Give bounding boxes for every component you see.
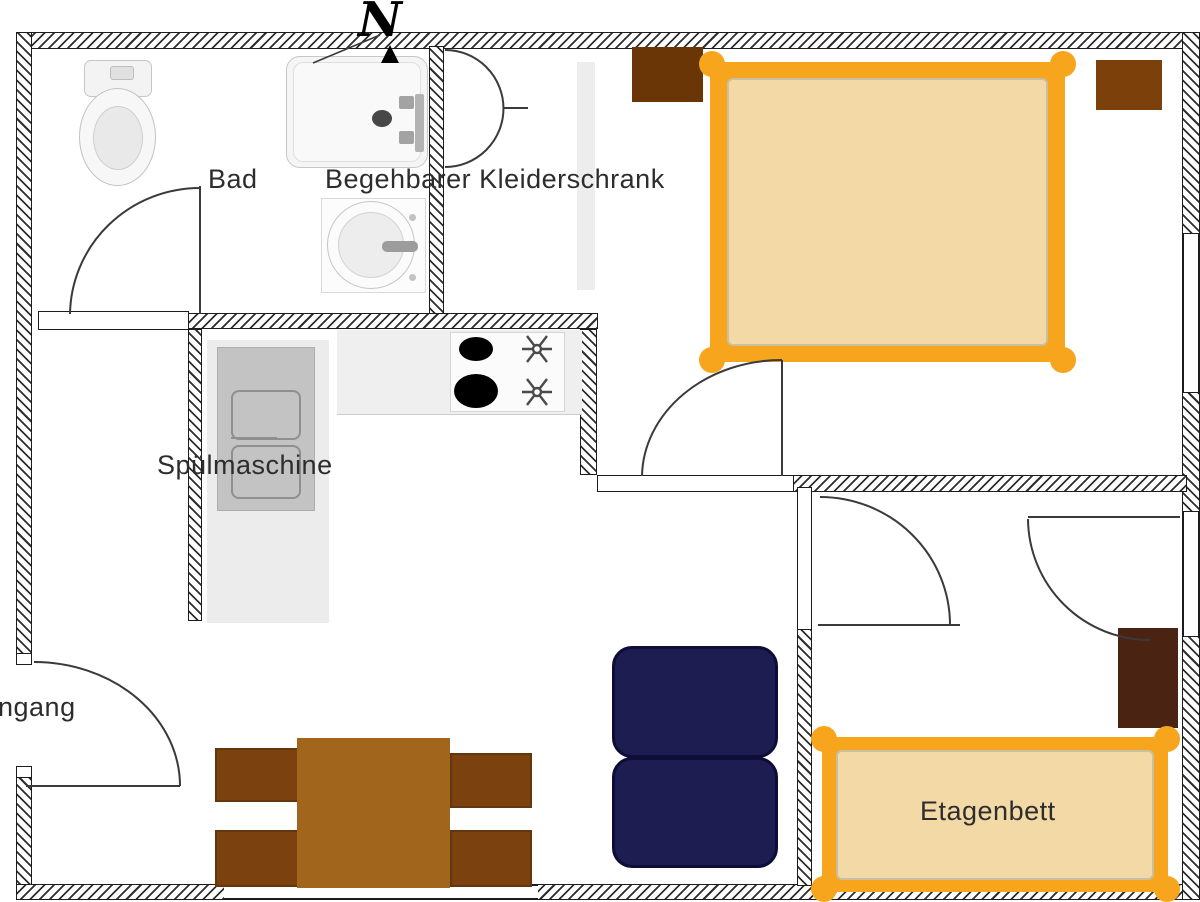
- chair-bottom-left: [215, 830, 299, 887]
- label-entrance: ngang: [0, 692, 76, 722]
- wardrobe: [1118, 628, 1178, 728]
- chair-top-right: [450, 753, 532, 808]
- wall-right-1: [1182, 32, 1200, 234]
- closet-shelf: [577, 62, 595, 290]
- door-arc-bathroom: [69, 187, 201, 315]
- dining-table: [297, 738, 450, 888]
- chair-bottom-right: [450, 830, 532, 887]
- door-arc-room2-left: [819, 496, 951, 626]
- toilet-bowl-inner: [93, 106, 143, 170]
- jamb-entrance-top: [16, 653, 32, 665]
- wall-left-upper: [16, 32, 32, 657]
- double-bed-mattress: [727, 78, 1048, 346]
- wall-top: [16, 32, 1200, 49]
- sofa-cushion-top: [612, 646, 778, 758]
- dishwasher-body: [217, 347, 315, 511]
- faucet-knob-bottom-icon: [399, 131, 414, 144]
- bunk-bed-knob-tr: [1154, 726, 1180, 752]
- chair-top-left: [215, 748, 299, 802]
- washing-machine-handle-icon: [382, 241, 418, 252]
- bathtub-inner: [293, 62, 421, 162]
- north-label: N: [358, 0, 403, 48]
- door-arc-bedroom: [641, 359, 783, 477]
- dishwasher-basket-bottom: [231, 445, 301, 499]
- label-closet: Begehbarer Kleiderschrank: [325, 164, 665, 194]
- jamb-central-door: [797, 487, 812, 630]
- double-bed-knob-tr: [1050, 51, 1076, 77]
- sill-bedroom-door: [597, 475, 794, 492]
- double-bed-knob-br: [1050, 347, 1076, 373]
- door-arc-room2-right: [1027, 518, 1151, 641]
- wall-kitchen-right: [580, 329, 597, 475]
- nightstand-left: [632, 47, 703, 102]
- bunk-bed-mattress: [836, 750, 1154, 880]
- washing-machine-dot-top: [409, 214, 416, 221]
- dishwasher-basket-top: [231, 390, 301, 440]
- wall-kitchen-top: [188, 313, 598, 329]
- label-dishwasher: Spülmaschine: [157, 450, 333, 480]
- double-bed-knob-bl: [699, 347, 725, 373]
- wall-right-3: [1182, 636, 1200, 900]
- nightstand-right: [1096, 60, 1162, 110]
- wall-central: [797, 628, 812, 886]
- door-arc-closet: [444, 49, 505, 168]
- dishwasher-rail: [231, 437, 277, 439]
- wall-left-lower: [16, 777, 32, 900]
- toilet-button-icon: [110, 66, 134, 80]
- sill-bathroom-door: [38, 311, 189, 330]
- faucet-knob-top-icon: [399, 96, 414, 109]
- faucet-bar-icon: [415, 94, 424, 152]
- bunk-bed-knob-bl: [811, 876, 837, 902]
- burner-large-icon: [454, 374, 498, 408]
- jamb-entrance-bottom: [16, 766, 32, 778]
- sofa-cushion-bottom: [612, 757, 778, 868]
- wall-kitchen-left: [188, 329, 202, 621]
- label-bunk-bed: Etagenbett: [920, 796, 1056, 826]
- wall-bedroom-divider: [792, 475, 1187, 492]
- double-bed-knob-tl: [699, 51, 725, 77]
- bathtub-drain-icon: [372, 110, 392, 127]
- washing-machine-dot-bottom: [409, 274, 416, 281]
- burner-small-icon: [459, 337, 493, 361]
- bunk-bed-knob-tl: [811, 726, 837, 752]
- door-arc-entrance: [33, 661, 181, 787]
- bunk-bed-knob-br: [1154, 876, 1180, 902]
- label-bathroom: Bad: [208, 164, 258, 194]
- window-right-upper: [1182, 234, 1200, 392]
- north-arrow-icon: [381, 45, 399, 63]
- wall-right-2: [1182, 392, 1200, 512]
- window-right-lower: [1182, 512, 1200, 636]
